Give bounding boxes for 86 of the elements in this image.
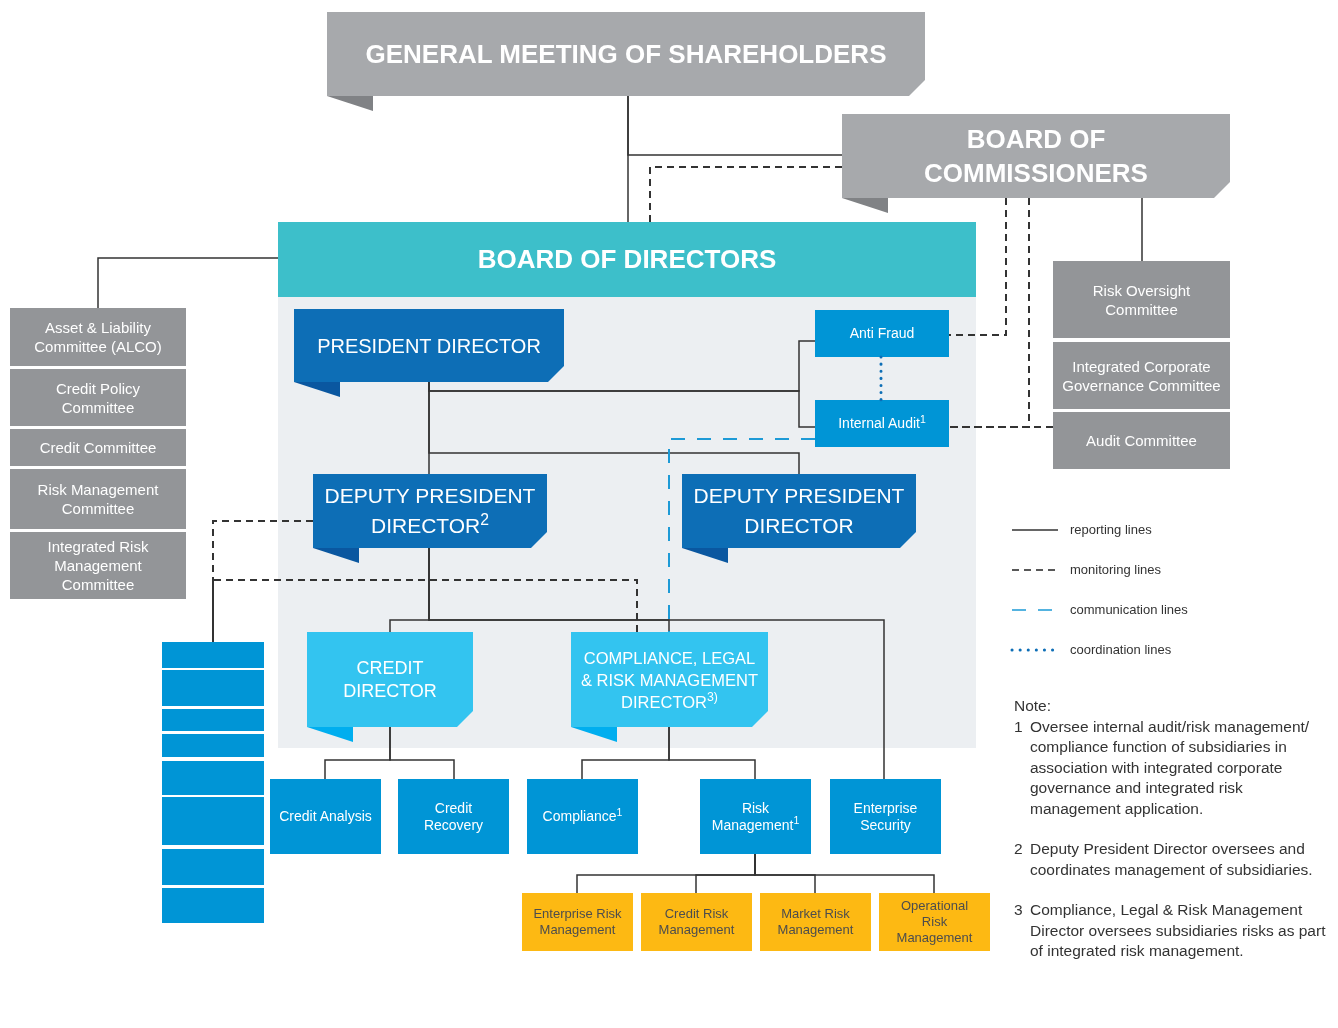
blank-box [162, 761, 264, 795]
connector-line [97, 257, 279, 309]
unit-box [879, 893, 990, 951]
blank-box [162, 642, 264, 668]
unit-box [398, 779, 509, 854]
connector-line [754, 853, 935, 894]
blank-box [162, 670, 264, 706]
legend-label: coordination lines [1070, 641, 1172, 660]
node-label: DEPUTY PRESIDENT DIRECTOR$^{2}$ [323, 483, 537, 539]
note-heading: Note: [1014, 696, 1053, 716]
node-label: Operational Risk Management [895, 898, 974, 946]
node-label: Internal Audit$^{1}$ [838, 415, 926, 432]
legend-label: monitoring lines [1070, 561, 1162, 580]
node-label: BOARD OF DIRECTORS [477, 243, 777, 276]
node-label: Risk Management Committee [36, 480, 160, 518]
node-label: Credit Analysis [279, 808, 372, 825]
committee-box [10, 469, 186, 529]
node-label: Enterprise Risk Management [532, 906, 623, 938]
unit-box [522, 893, 633, 951]
node-label: Integrated Risk Management Committee [46, 537, 150, 594]
note-number: 1 [1014, 716, 1024, 737]
committee-box [10, 429, 186, 466]
unit-box [700, 779, 811, 854]
node-label: Risk Management$^{1}$ [710, 799, 801, 834]
connector-line [879, 355, 883, 402]
node-label: Market Risk Management [776, 906, 855, 938]
node-label: Audit Committee [1086, 431, 1197, 450]
unit-box [270, 779, 381, 854]
connector-line [649, 166, 843, 223]
legend-label: reporting lines [1070, 521, 1152, 540]
unit-box [815, 310, 949, 357]
connector-line [948, 197, 1007, 336]
node-label: Credit Risk Management [657, 906, 736, 938]
node-label: GENERAL MEETING OF SHAREHOLDERS [365, 37, 887, 71]
banner [294, 309, 564, 397]
note-number: 3 [1014, 900, 1024, 920]
node-label: PRESIDENT DIRECTOR [317, 333, 541, 359]
unit-box [830, 779, 941, 854]
connector-line [389, 726, 455, 780]
committee-box [1053, 261, 1230, 338]
node-label: CREDIT DIRECTOR [342, 656, 438, 703]
committee-box [10, 308, 186, 366]
blank-box [162, 849, 264, 885]
committee-box [10, 532, 186, 599]
node-label: Credit Committee [39, 438, 157, 457]
blank-box [162, 709, 264, 731]
banner [313, 474, 547, 563]
node-label: COMPLIANCE, LEGAL & RISK MANAGEMENT DIRECTOR$^{3)}$ [580, 647, 759, 713]
node-label: Anti Fraud [849, 325, 915, 342]
unit-box [527, 779, 638, 854]
connector-line [1141, 197, 1143, 262]
banner [682, 474, 916, 563]
banner [307, 632, 473, 742]
banner [571, 632, 768, 742]
blank-box [162, 797, 264, 845]
connector-line [212, 520, 314, 643]
unit-box [641, 893, 752, 951]
node-label: Enterprise Security [852, 799, 919, 834]
committee-box [10, 369, 186, 426]
node-label: Credit Recovery [422, 799, 485, 834]
node-label: Integrated Corporate Governance Committee [1061, 356, 1222, 395]
node-label: Compliance$^{1}$ [542, 808, 623, 825]
node-label: BOARD OF COMMISSIONERS [923, 123, 1149, 190]
connector-line [668, 438, 816, 633]
note-text: Deputy President Director oversees and coordinates management of subsidiaries. [1030, 839, 1314, 880]
board-panel [278, 222, 976, 748]
banner [327, 12, 925, 111]
blank-box [162, 734, 264, 757]
banner [842, 114, 1230, 213]
node-label: Asset & Liability Committee (ALCO) [33, 318, 163, 356]
connector-line [668, 726, 756, 780]
legend-label: communication lines [1070, 601, 1188, 620]
node-label: DEPUTY PRESIDENT DIRECTOR [692, 483, 906, 539]
unit-box [815, 400, 949, 447]
blank-box [162, 888, 264, 923]
connector-line [428, 547, 885, 780]
committee-box [1053, 412, 1230, 469]
unit-box [760, 893, 871, 951]
connector-line [948, 426, 1054, 428]
connector-line [627, 95, 843, 156]
note-text: Oversee internal audit/risk management/ compliance function of subsidiaries in association with integrated corporate governance and integrated risk management application. [1030, 716, 1311, 819]
node-label: Credit Policy Committee [54, 378, 142, 417]
note-text: Compliance, Legal & Risk Management Director oversees subsidiaries risks as part of integrated risk management. [1030, 900, 1327, 961]
note-number: 2 [1014, 839, 1024, 859]
committee-box [1053, 342, 1230, 409]
node-label: Risk Oversight Committee [1091, 280, 1192, 319]
